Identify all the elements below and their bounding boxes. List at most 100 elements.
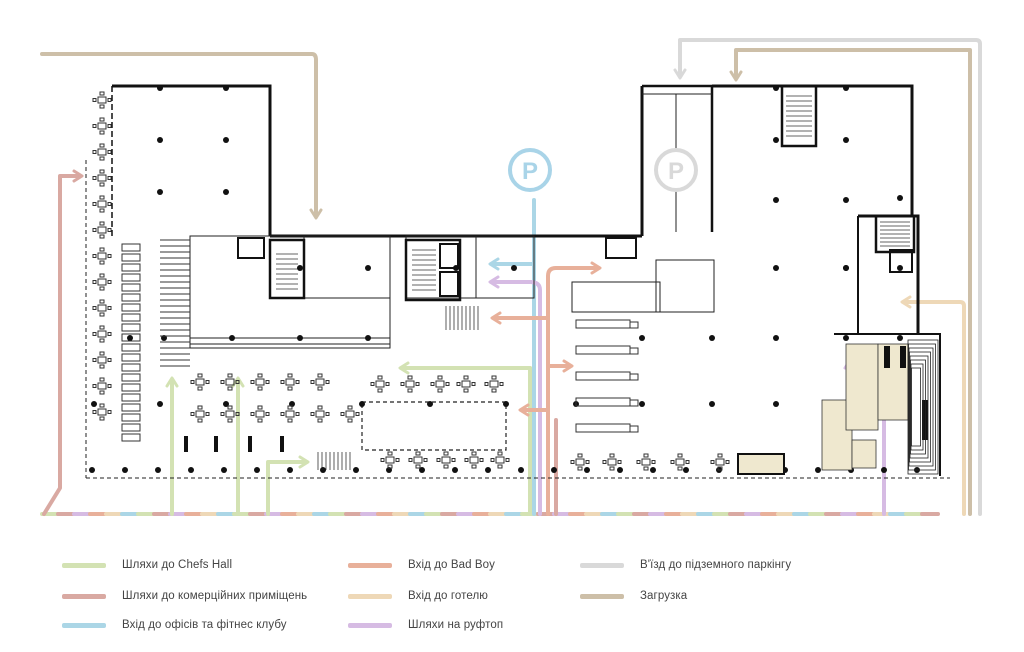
chair (92, 202, 97, 206)
chair (445, 382, 450, 386)
chair (220, 412, 225, 416)
chair (99, 286, 105, 291)
chair (107, 228, 112, 232)
table (285, 410, 295, 418)
elevators (237, 237, 913, 297)
chair (451, 458, 456, 462)
chair (471, 451, 477, 456)
table (195, 378, 205, 386)
table (225, 410, 235, 418)
column (157, 401, 163, 407)
chair (585, 460, 590, 464)
counter (575, 345, 631, 355)
chair (107, 332, 112, 336)
table (375, 380, 385, 388)
bench (121, 273, 141, 282)
bench (121, 323, 141, 332)
hotel-step (910, 363, 924, 451)
route-loading-right (734, 48, 972, 516)
kitchen-counters (575, 319, 639, 433)
chair (92, 228, 97, 232)
column (297, 335, 303, 341)
column (773, 197, 779, 203)
hotel-step (909, 351, 931, 463)
chair (235, 380, 240, 384)
chair (265, 380, 270, 384)
chair (227, 373, 233, 378)
column (254, 467, 260, 473)
bench (121, 243, 141, 252)
chair (197, 373, 203, 378)
chair (257, 405, 263, 410)
bench (121, 293, 141, 302)
chair (317, 405, 323, 410)
chair (197, 418, 203, 423)
route-chefs-hall-3 (266, 460, 308, 516)
column (617, 467, 623, 473)
bench (121, 253, 141, 262)
chair (205, 412, 210, 416)
column (353, 467, 359, 473)
chair (385, 382, 390, 386)
column (365, 335, 371, 341)
counter (575, 371, 631, 381)
table (97, 226, 107, 234)
chair (99, 234, 105, 239)
chair (570, 460, 575, 464)
chair (257, 373, 263, 378)
hotel-step (909, 355, 929, 459)
column (427, 401, 433, 407)
table (97, 252, 107, 260)
chair (92, 332, 97, 336)
chair (92, 410, 97, 414)
table (675, 458, 685, 466)
chair (463, 388, 469, 393)
chair (310, 412, 315, 416)
parking-sign-garage-label: P (668, 158, 684, 185)
chair (107, 280, 112, 284)
chair (317, 373, 323, 378)
chair (107, 306, 112, 310)
chair (651, 460, 656, 464)
chair (725, 460, 730, 464)
table (97, 408, 107, 416)
bench (121, 413, 141, 422)
chair (443, 451, 449, 456)
chair (99, 117, 105, 122)
column (157, 137, 163, 143)
route-rooftop-1-arrow (488, 275, 500, 289)
table (97, 200, 107, 208)
chair (317, 386, 323, 391)
column (157, 85, 163, 91)
chair (99, 208, 105, 213)
column (551, 467, 557, 473)
chair (99, 156, 105, 161)
route-loading-left-arrow (309, 208, 323, 220)
bench (121, 423, 141, 432)
chair (99, 273, 105, 278)
route-hotel (902, 300, 966, 516)
chair (436, 458, 441, 462)
stair-treads (276, 95, 910, 470)
column (485, 467, 491, 473)
table (315, 378, 325, 386)
chair (257, 386, 263, 391)
column (709, 401, 715, 407)
column (157, 189, 163, 195)
bench (121, 283, 141, 292)
chair (387, 451, 393, 456)
route-offices-branch-arrow (488, 257, 500, 271)
chair (99, 416, 105, 421)
route-parking-arrow (673, 68, 687, 80)
column (223, 137, 229, 143)
route-bad-boy-1-arrow (590, 261, 602, 275)
route-rooftop-1 (490, 280, 542, 516)
chair (415, 382, 420, 386)
column (773, 335, 779, 341)
chair (415, 464, 421, 469)
chair (456, 382, 461, 386)
chair (92, 98, 97, 102)
chair (377, 388, 383, 393)
column (453, 265, 459, 271)
chair (717, 453, 723, 458)
